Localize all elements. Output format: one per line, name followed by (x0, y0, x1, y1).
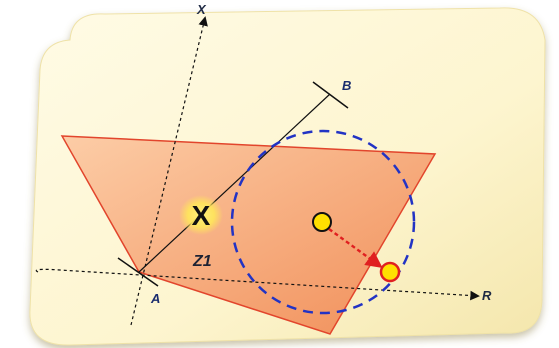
x-marker-symbol: X (192, 200, 211, 231)
marker-glow (179, 195, 223, 235)
tick-a (117, 257, 159, 287)
line-impedance-ab (138, 93, 331, 273)
start-point (312, 212, 332, 232)
end-point (379, 261, 401, 283)
r-axis (35, 268, 480, 301)
trajectory-arrow (328, 228, 383, 268)
point-b-label: B (342, 78, 351, 93)
zone-label: Z1 (192, 253, 212, 270)
x-axis (130, 16, 208, 326)
r-axis-label: R (482, 288, 492, 303)
protection-zone-polygon (60, 135, 437, 335)
point-a-label: A (150, 291, 160, 306)
tick-b (312, 81, 349, 109)
x-axis-label: X (196, 2, 207, 17)
load-circle (230, 129, 416, 315)
